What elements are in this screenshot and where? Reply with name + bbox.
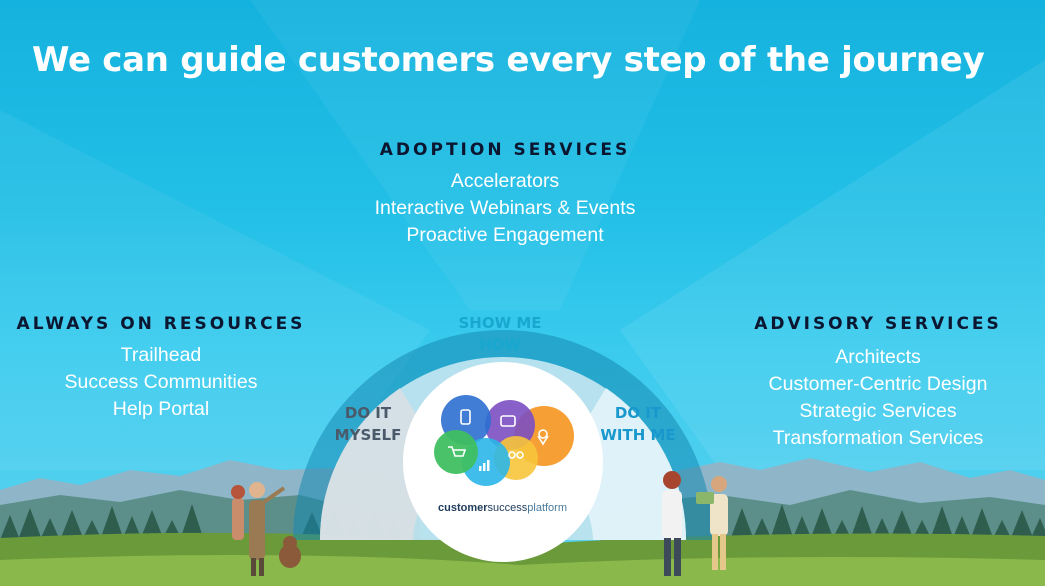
adoption-services-section: ADOPTION SERVICES Accelerators Interacti… xyxy=(330,140,680,249)
phone-icon xyxy=(460,409,471,425)
show-me-how-label: SHOW ME HOW xyxy=(430,312,570,356)
adoption-services-heading: ADOPTION SERVICES xyxy=(379,140,631,160)
do-it-with-me-line: WITH ME xyxy=(600,426,676,444)
always-on-resources-heading: ALWAYS ON RESOURCES xyxy=(16,314,306,334)
logo-wordmark: customersuccessplatform xyxy=(420,502,585,514)
show-me-how-line: HOW xyxy=(479,336,521,354)
show-me-how-line: SHOW ME xyxy=(458,314,542,332)
slide-title: We can guide customers every step of the… xyxy=(32,40,985,80)
chat-icon xyxy=(500,415,516,427)
bar-chart-icon xyxy=(479,460,490,471)
advisory-item: Strategic Services xyxy=(799,400,957,422)
cart-icon xyxy=(448,446,467,457)
location-pin-icon xyxy=(537,429,549,446)
advisory-item: Transformation Services xyxy=(772,427,984,449)
logo-text-bold: customer xyxy=(437,502,488,514)
adoption-item: Interactive Webinars & Events xyxy=(374,197,636,219)
always-on-item: Help Portal xyxy=(112,398,210,420)
advisory-item: Customer-Centric Design xyxy=(768,373,988,395)
hikers-right-illustration xyxy=(662,471,728,576)
adoption-item: Proactive Engagement xyxy=(406,224,604,246)
hikers-left-illustration xyxy=(231,482,301,576)
adoption-item: Accelerators xyxy=(450,170,560,192)
do-it-myself-line: MYSELF xyxy=(334,426,402,444)
community-icon xyxy=(508,451,524,459)
logo-text-mid: success xyxy=(487,502,528,514)
advisory-services-heading: ADVISORY SERVICES xyxy=(754,314,1002,334)
advisory-services-section: ADVISORY SERVICES Architects Customer-Ce… xyxy=(728,314,1028,452)
do-it-myself-line: DO IT xyxy=(344,404,392,422)
do-it-with-me-label: DO IT WITH ME xyxy=(588,402,688,446)
logo-text-light: platform xyxy=(527,502,568,514)
do-it-with-me-line: DO IT xyxy=(614,404,662,422)
always-on-resources-section: ALWAYS ON RESOURCES Trailhead Success Co… xyxy=(0,314,322,423)
always-on-item: Success Communities xyxy=(64,371,258,393)
do-it-myself-label: DO IT MYSELF xyxy=(318,402,418,446)
advisory-item: Architects xyxy=(835,346,921,368)
always-on-item: Trailhead xyxy=(120,344,202,366)
